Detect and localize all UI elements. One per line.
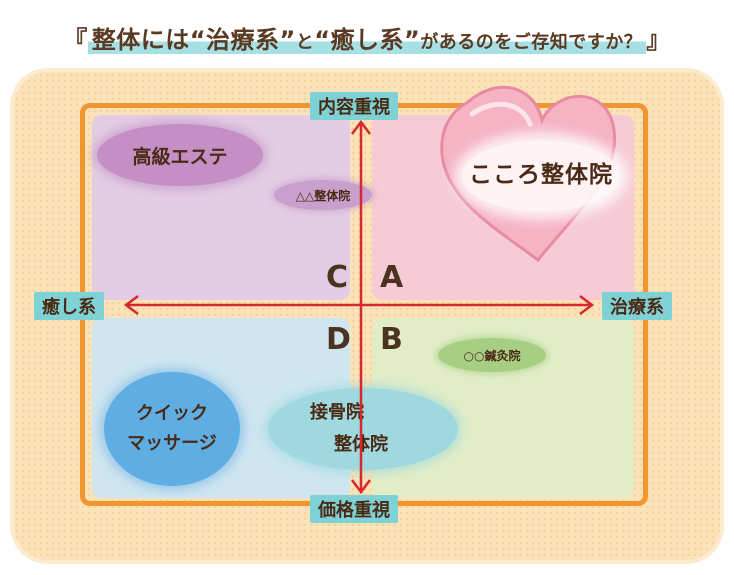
quadrant-letter-b: B [380,322,403,357]
axis-label-right: 治療系 [602,292,672,320]
item-triangle-clinic: △△整体院 [274,180,372,210]
arrowhead-right [579,295,595,315]
title-part2: と [295,32,315,53]
axis-label-top: 内容重視 [310,92,398,120]
arrowhead-up [351,119,371,135]
title-highlight: 整体には“治療系”と“癒し系”があるのをご存知ですか？ [87,26,647,54]
title-keyword-healing: “癒し系” [314,26,421,54]
title-open-bracket: 『 [63,26,88,54]
arrowhead-left [123,295,139,315]
item-luxury-esthe: 高級エステ [97,124,263,186]
quadrant-letter-c: C [326,260,349,295]
heart-glow [462,140,620,212]
title-part3: があるのをご存知ですか？ [420,32,643,53]
quick-massage-line2: マッサージ [127,433,217,454]
item-kokoro-clinic: こころ整体院 [469,162,613,188]
page-title: 『整体には“治療系”と“癒し系”があるのをご存知ですか？』 [0,20,734,55]
title-keyword-treatment: “治療系” [189,26,296,54]
heart-highlight [469,101,533,127]
title-part1: 整体には [91,26,190,54]
item-quick-massage: クイック マッサージ [104,372,240,486]
bone-clinic-line1: 接骨院 [310,402,364,423]
title-close-bracket: 』 [646,26,671,54]
arrowhead-down [351,479,371,495]
axis-label-left: 癒し系 [34,292,104,320]
quadrant-letter-d: D [326,322,351,357]
axis-label-bottom: 価格重視 [310,495,398,523]
item-circle-acupuncture: ○○鍼灸院 [438,338,546,372]
item-bone-clinic: 接骨院 整体院 [268,388,458,470]
quadrant-letter-a: A [380,260,404,295]
quick-massage-line1: クイック [136,403,208,424]
